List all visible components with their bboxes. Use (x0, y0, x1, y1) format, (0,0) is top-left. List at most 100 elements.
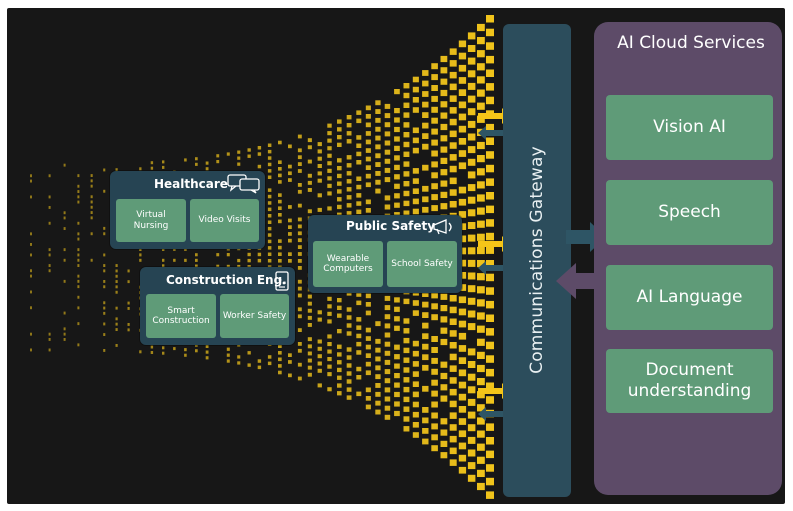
grid-tile (422, 101, 429, 108)
grid-tile (477, 299, 485, 307)
grid-tile (365, 114, 371, 119)
grid-tile (486, 42, 494, 50)
grid-tile (467, 133, 476, 141)
grid-tile (477, 417, 485, 425)
grid-tile (477, 391, 485, 399)
grid-tile (173, 258, 176, 262)
grid-tile (346, 371, 352, 376)
arrow-yellow-icon (478, 236, 510, 252)
grid-tile (115, 317, 118, 321)
grid-tile (297, 362, 302, 367)
grid-tile (162, 264, 165, 268)
grid-tile (267, 207, 272, 212)
grid-tile (394, 164, 400, 170)
grid-tile (278, 344, 282, 348)
grid-tile (458, 138, 467, 145)
grid-tile (317, 149, 322, 154)
grid-tile (77, 200, 80, 204)
grid-tile (449, 83, 457, 91)
grid-tile (477, 23, 485, 32)
grid-tile (184, 348, 187, 352)
grid-tile (449, 60, 457, 67)
grid-tile (384, 305, 391, 311)
healthcare-card: Healthcare Virtual Nursing Video Visits (110, 171, 265, 249)
grid-tile (247, 148, 251, 152)
grid-tile (127, 280, 130, 284)
grid-tile (458, 272, 467, 279)
grid-tile (337, 135, 342, 140)
grid-tile (412, 422, 419, 428)
grid-tile (139, 248, 142, 251)
grid-tile (30, 243, 32, 246)
grid-tile (467, 45, 476, 52)
grid-tile (375, 135, 381, 141)
grid-tile (365, 105, 371, 111)
grid-tile (449, 71, 457, 79)
grid-tile (431, 303, 438, 310)
grid-tile (403, 367, 410, 373)
arrow-yellow-icon (478, 383, 510, 399)
grid-tile (477, 364, 485, 373)
grid-tile (278, 193, 282, 197)
grid-tile (486, 205, 494, 214)
grid-tile (103, 349, 106, 352)
grid-tile (307, 351, 312, 356)
grid-tile (103, 226, 106, 230)
grid-tile (422, 428, 429, 434)
grid-tile (30, 332, 32, 336)
grid-tile (337, 352, 342, 357)
grid-tile (449, 400, 457, 408)
grid-tile (337, 375, 342, 380)
grid-tile (48, 253, 51, 257)
grid-tile (458, 211, 467, 218)
grid-tile (394, 325, 400, 331)
grid-tile (297, 259, 302, 263)
grid-tile (327, 153, 332, 158)
grid-tile (375, 374, 381, 380)
grid-tile (486, 55, 494, 64)
grid-tile (384, 122, 391, 128)
grid-tile (440, 55, 448, 63)
grid-tile (375, 188, 381, 194)
grid-tile (150, 351, 154, 354)
grid-tile (431, 95, 438, 102)
grid-tile (375, 321, 381, 327)
grid-tile (103, 301, 106, 305)
grid-tile (30, 290, 32, 294)
grid-tile (458, 418, 467, 425)
grid-tile (440, 316, 448, 323)
grid-tile (77, 258, 80, 262)
grid-tile (337, 313, 342, 318)
grid-tile (346, 155, 352, 160)
grid-tile (375, 391, 381, 397)
grid-tile (162, 258, 165, 262)
grid-tile (431, 85, 438, 91)
grid-tile (375, 117, 381, 123)
grid-tile (486, 151, 494, 159)
grid-tile (337, 166, 342, 171)
grid-tile (486, 15, 494, 23)
grid-tile (412, 168, 419, 174)
grid-tile (127, 307, 130, 310)
grid-tile (384, 149, 391, 155)
grid-tile (257, 152, 262, 156)
grid-tile (384, 103, 391, 109)
grid-tile (431, 368, 438, 375)
grid-tile (30, 348, 32, 352)
service-vision-ai: Vision AI (606, 95, 773, 160)
grid-tile (403, 112, 410, 118)
grid-tile (346, 315, 352, 320)
grid-tile (403, 406, 410, 412)
grid-tile (257, 164, 262, 169)
grid-tile (422, 343, 429, 350)
grid-tile (317, 164, 322, 168)
grid-tile (431, 292, 438, 299)
grid-tile (162, 160, 165, 164)
grid-tile (440, 78, 448, 85)
grid-tile (150, 345, 154, 349)
grid-tile (327, 146, 332, 151)
grid-tile (139, 167, 142, 171)
grid-tile (115, 269, 118, 273)
grid-tile (403, 102, 410, 108)
grid-tile (422, 206, 429, 213)
